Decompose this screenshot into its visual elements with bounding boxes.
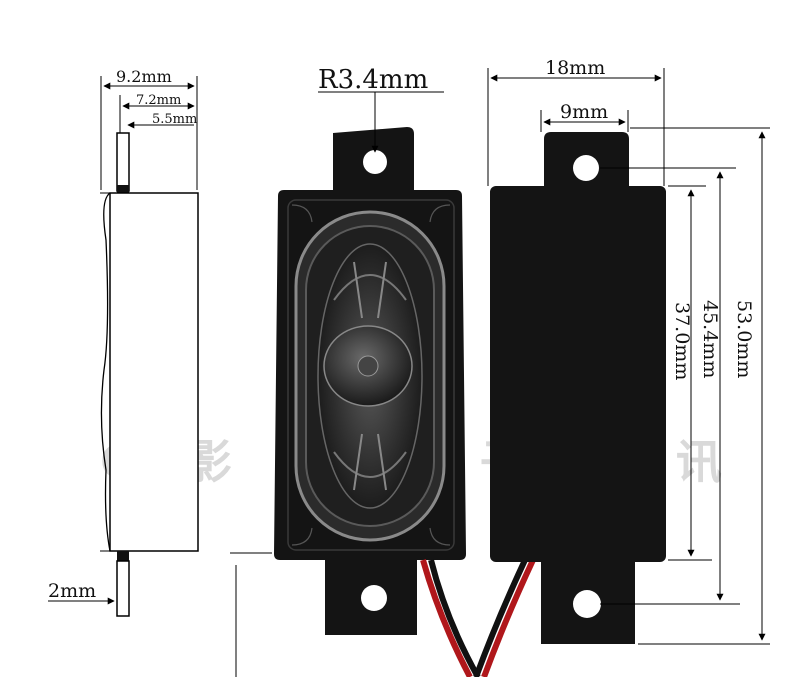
back-bottom-hole <box>573 590 601 618</box>
dim-side-mid-width: 7.2mm <box>136 93 181 108</box>
side-body <box>109 192 199 552</box>
side-front-curve <box>100 192 111 552</box>
dust-cap-center <box>357 355 379 377</box>
cone-ridge <box>333 274 407 301</box>
side-view: 9.2mm 7.2mm 5.5mm 2mm <box>48 67 199 617</box>
back-body <box>490 186 666 562</box>
side-bottom-tab <box>116 560 130 617</box>
wire-black-back <box>473 558 528 679</box>
side-top-tab-mount <box>117 185 129 193</box>
cone-rib <box>353 433 363 491</box>
front-top-hole <box>363 150 387 174</box>
back-view: 18mm 9mm 37.0mm 45.4mm 53.0mm <box>487 57 770 645</box>
frame-corner <box>291 204 313 223</box>
cone-rib <box>377 433 387 491</box>
dim-side-total-width: 9.2mm <box>116 67 172 86</box>
wire-black <box>428 559 481 679</box>
dim-hole-radius: R3.4mm <box>318 65 428 95</box>
frame-corner <box>429 204 451 223</box>
wire-red <box>420 559 473 679</box>
cone-rib <box>353 261 363 319</box>
front-bottom-hole <box>361 585 387 611</box>
dim-side-inner-width: 5.5mm <box>152 112 197 127</box>
lead-wires <box>420 558 536 679</box>
front-frame-inner-rim <box>287 199 455 551</box>
dim-tab-width: 9mm <box>560 101 608 123</box>
back-top-hole <box>573 155 599 181</box>
side-bottom-tab-mount <box>117 551 129 561</box>
wire-red-back <box>481 558 536 679</box>
dim-body-height: 37.0mm <box>671 302 693 380</box>
front-view: R3.4mm <box>274 65 466 635</box>
frame-corner <box>291 527 313 546</box>
frame-corner <box>429 527 451 546</box>
side-top-tab <box>116 132 130 192</box>
cone-ridge <box>333 451 407 478</box>
dim-total-length: 53.0mm <box>733 300 755 378</box>
dim-body-width: 18mm <box>545 57 605 79</box>
cone-rib <box>377 261 387 319</box>
dim-tab-thickness: 2mm <box>48 580 96 602</box>
dim-hole-pitch: 45.4mm <box>699 300 721 378</box>
